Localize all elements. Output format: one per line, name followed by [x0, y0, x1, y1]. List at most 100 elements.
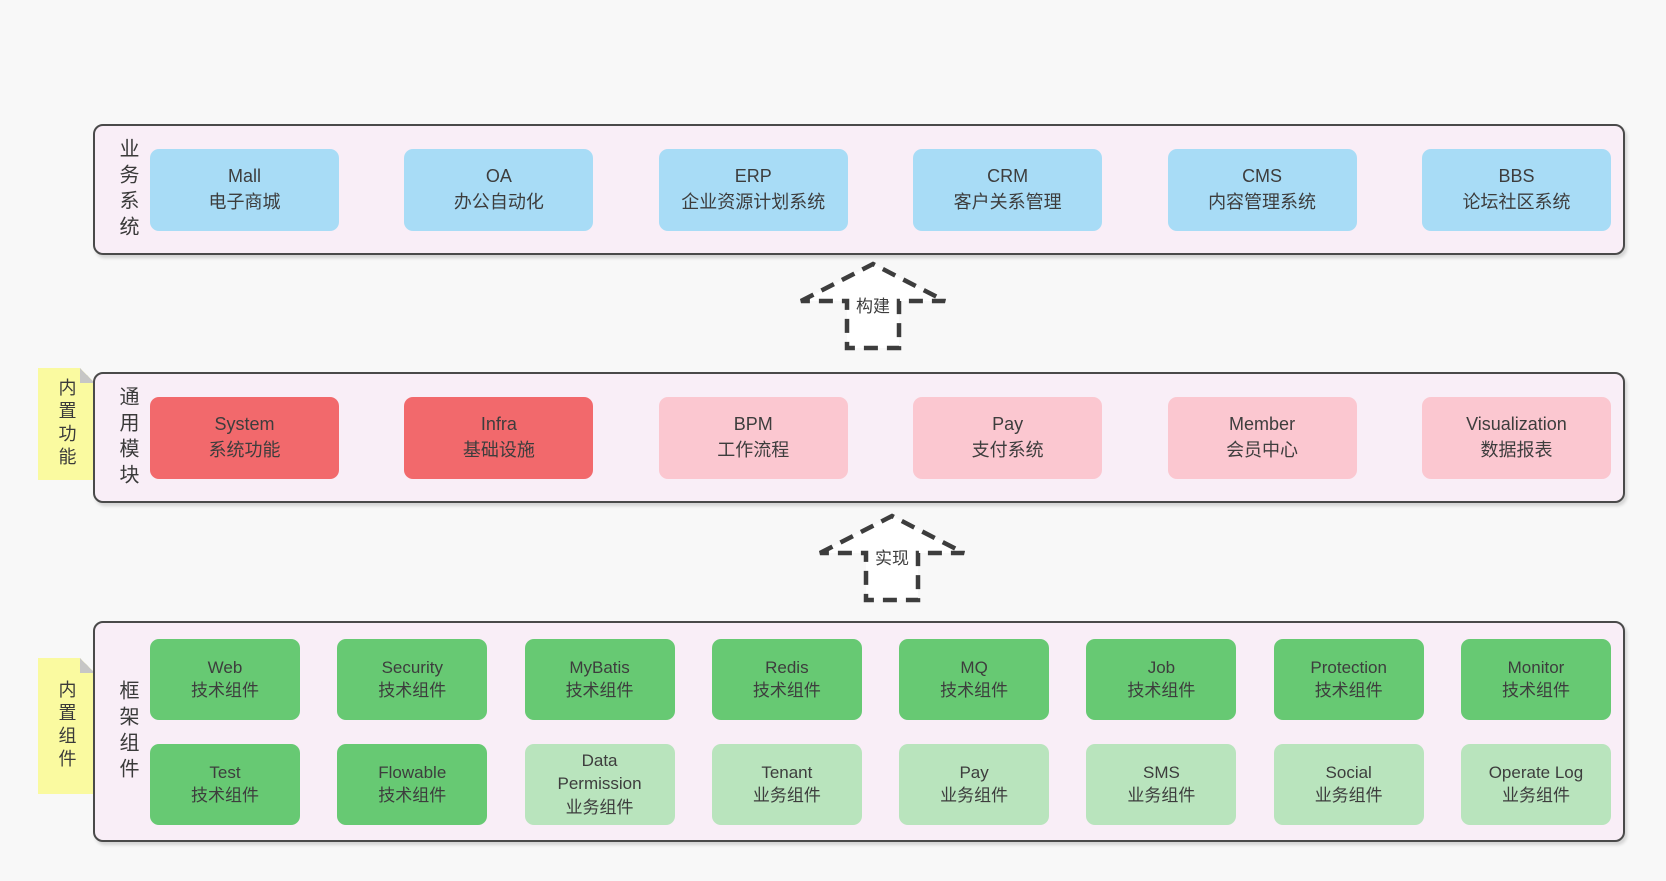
box-social: Social 业务组件: [1273, 743, 1424, 825]
box-title: CRM: [987, 165, 1029, 186]
band-label-common-modules: 通用模块: [116, 385, 138, 490]
box-subtitle: 业务组件: [1501, 786, 1570, 805]
box-title: CMS: [1242, 165, 1283, 186]
box-system: System 系统功能: [150, 396, 339, 479]
box-subtitle: 企业资源计划系统: [681, 191, 826, 212]
box-subtitle: 技术组件: [191, 786, 259, 805]
box-title: Operate Log: [1488, 762, 1584, 782]
sticky-tab-built-in-components: 内置组件: [38, 658, 95, 794]
box-title: Security: [381, 657, 443, 677]
box-title: Social: [1325, 762, 1372, 782]
box-title: System: [214, 413, 275, 434]
box-title: BBS: [1498, 165, 1535, 186]
box-erp: ERP 企业资源计划系统: [658, 148, 848, 231]
framework-components-rows: Web 技术组件 Security 技术组件 MyBatis 技术组件 Redi…: [142, 638, 1623, 825]
box-title: Web: [207, 657, 243, 677]
box-subtitle: 技术组件: [191, 681, 259, 700]
box-subtitle: 客户关系管理: [953, 191, 1062, 212]
box-crm: CRM 客户关系管理: [913, 148, 1103, 231]
box-visualization: Visualization 数据报表: [1421, 396, 1611, 479]
box-title: Protection: [1310, 657, 1387, 677]
box-title: Infra: [480, 413, 517, 434]
box-pay: Pay 支付系统: [913, 396, 1103, 479]
box-redis: Redis 技术组件: [711, 638, 862, 720]
box-subtitle: 技术组件: [378, 681, 447, 700]
box-web: Web 技术组件: [150, 638, 300, 720]
box-title: Test: [209, 762, 241, 782]
box-subtitle: 业务组件: [565, 797, 634, 817]
band-common-modules: 通用模块 System 系统功能 Infra 基础设施 BPM 工作流程 Pay…: [93, 372, 1625, 503]
box-subtitle: 业务组件: [752, 786, 821, 805]
box-subtitle: 工作流程: [717, 439, 790, 460]
box-subtitle: 会员中心: [1226, 439, 1299, 460]
sticky-tab-label: 内置组件: [56, 680, 77, 772]
box-title: Pay: [992, 413, 1024, 434]
box-subtitle: 论坛社区系统: [1462, 191, 1571, 212]
box-title: SMS: [1142, 762, 1180, 782]
sticky-tab-label: 内置功能: [56, 378, 77, 470]
box-title: OA: [485, 165, 512, 186]
arrow-build-label: 构建: [852, 291, 894, 318]
box-mall: Mall 电子商城: [150, 148, 339, 231]
box-security: Security 技术组件: [337, 638, 488, 720]
box-data-permission: Data Permission 业务组件: [524, 743, 675, 825]
box-test: Test 技术组件: [150, 743, 300, 825]
band-label-business-systems: 业务系统: [116, 137, 138, 242]
band-label-framework-components: 框架组件: [116, 679, 138, 784]
box-subtitle: 数据报表: [1480, 439, 1553, 460]
box-cms: CMS 内容管理系统: [1167, 148, 1357, 231]
box-subtitle: 技术组件: [565, 681, 634, 700]
box-mybatis: MyBatis 技术组件: [524, 638, 675, 720]
box-title: Data Permission: [557, 751, 642, 794]
box-operate-log: Operate Log 业务组件: [1460, 743, 1611, 825]
box-bbs: BBS 论坛社区系统: [1421, 148, 1611, 231]
box-title: Monitor: [1507, 657, 1565, 677]
box-flowable: Flowable 技术组件: [337, 743, 488, 825]
box-subtitle: 系统功能: [208, 439, 281, 460]
box-subtitle: 业务组件: [940, 786, 1009, 805]
box-title: BPM: [733, 413, 773, 434]
box-tenant: Tenant 业务组件: [711, 743, 862, 825]
box-subtitle: 基础设施: [462, 439, 535, 460]
box-title: Pay: [959, 762, 989, 782]
box-subtitle: 业务组件: [1314, 786, 1383, 805]
box-member: Member 会员中心: [1167, 396, 1357, 479]
box-subtitle: 业务组件: [1127, 786, 1196, 805]
arrow-build: 构建: [798, 260, 948, 352]
framework-components-row-1: Web 技术组件 Security 技术组件 MyBatis 技术组件 Redi…: [150, 638, 1611, 720]
box-subtitle: 办公自动化: [453, 191, 544, 212]
box-job: Job 技术组件: [1086, 638, 1237, 720]
box-title: Visualization: [1466, 413, 1567, 434]
box-title: Redis: [765, 657, 809, 677]
framework-components-row-2: Test 技术组件 Flowable 技术组件 Data Permission …: [150, 743, 1611, 825]
box-subtitle: 支付系统: [971, 439, 1044, 460]
box-subtitle: 内容管理系统: [1208, 191, 1317, 212]
box-title: Job: [1147, 657, 1176, 677]
box-subtitle: 技术组件: [1501, 681, 1570, 700]
box-subtitle: 电子商城: [208, 191, 281, 212]
box-title: Mall: [227, 165, 261, 186]
box-protection: Protection 技术组件: [1273, 638, 1424, 720]
common-modules-box-row: System 系统功能 Infra 基础设施 BPM 工作流程 Pay 支付系统…: [142, 396, 1623, 479]
box-monitor: Monitor 技术组件: [1460, 638, 1611, 720]
box-subtitle: 技术组件: [1314, 681, 1383, 700]
arrow-implement: 实现: [817, 512, 967, 604]
box-title: MQ: [960, 657, 988, 677]
box-bpm: BPM 工作流程: [658, 396, 848, 479]
business-systems-box-row: Mall 电子商城 OA 办公自动化 ERP 企业资源计划系统 CRM 客户关系…: [142, 148, 1623, 231]
box-title: Tenant: [761, 762, 813, 782]
band-business-systems: 业务系统 Mall 电子商城 OA 办公自动化 ERP 企业资源计划系统 CRM…: [93, 124, 1625, 255]
box-title: Member: [1229, 413, 1296, 434]
sticky-tab-built-in-features: 内置功能: [38, 368, 95, 480]
box-title: MyBatis: [569, 657, 630, 677]
box-subtitle: 技术组件: [940, 681, 1009, 700]
arrow-implement-label: 实现: [871, 543, 913, 570]
box-subtitle: 技术组件: [378, 786, 447, 805]
box-subtitle: 技术组件: [752, 681, 821, 700]
box-pay-business: Pay 业务组件: [899, 743, 1050, 825]
box-title: Flowable: [378, 762, 447, 782]
band-framework-components: 框架组件 Web 技术组件 Security 技术组件 MyBatis 技术组件…: [93, 621, 1625, 842]
box-oa: OA 办公自动化: [404, 148, 594, 231]
box-infra: Infra 基础设施: [404, 396, 594, 479]
box-mq: MQ 技术组件: [899, 638, 1050, 720]
